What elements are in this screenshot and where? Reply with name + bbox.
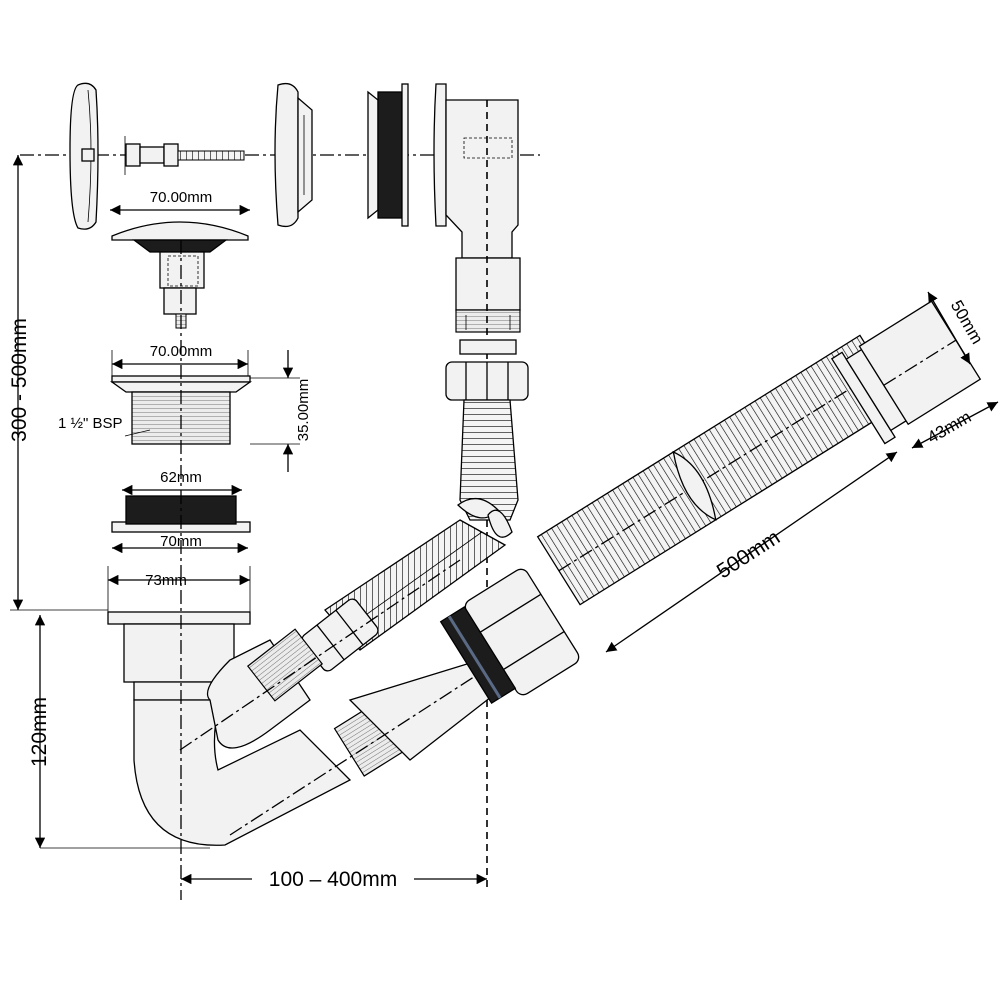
dim-offset-range: 100 – 400mm bbox=[269, 868, 397, 891]
overflow-gasket bbox=[367, 83, 409, 227]
dim-top-width-2: 70.00mm bbox=[150, 343, 213, 360]
dim-thread: 1 ½" BSP bbox=[58, 415, 123, 432]
trap-assembly bbox=[107, 611, 501, 846]
dim-top-width-1: 70.00mm bbox=[150, 189, 213, 206]
dim-gasket-top: 62mm bbox=[160, 469, 202, 486]
trap-outlet-axis bbox=[229, 659, 501, 836]
overflow-screw-assembly bbox=[81, 136, 245, 175]
dim-trap-height: 120mm bbox=[28, 697, 51, 767]
dim-gasket-bottom: 70mm bbox=[160, 533, 202, 550]
outlet-washer bbox=[439, 605, 517, 705]
dim-flange: 73mm bbox=[145, 572, 187, 589]
dim-body-height: 35.00mm bbox=[295, 379, 312, 442]
popup-plug bbox=[111, 221, 249, 329]
overflow-hose bbox=[456, 399, 519, 538]
dim-height-range: 300 - 500mm bbox=[8, 318, 31, 442]
overflow-faceplate bbox=[274, 82, 313, 228]
overflow-elbow bbox=[433, 83, 521, 333]
overflow-nut bbox=[445, 339, 529, 401]
dim-outlet-inner: 43mm bbox=[924, 407, 974, 447]
trap-inlet-axis bbox=[179, 559, 461, 751]
dim-hose-length: 500mm bbox=[713, 526, 784, 583]
